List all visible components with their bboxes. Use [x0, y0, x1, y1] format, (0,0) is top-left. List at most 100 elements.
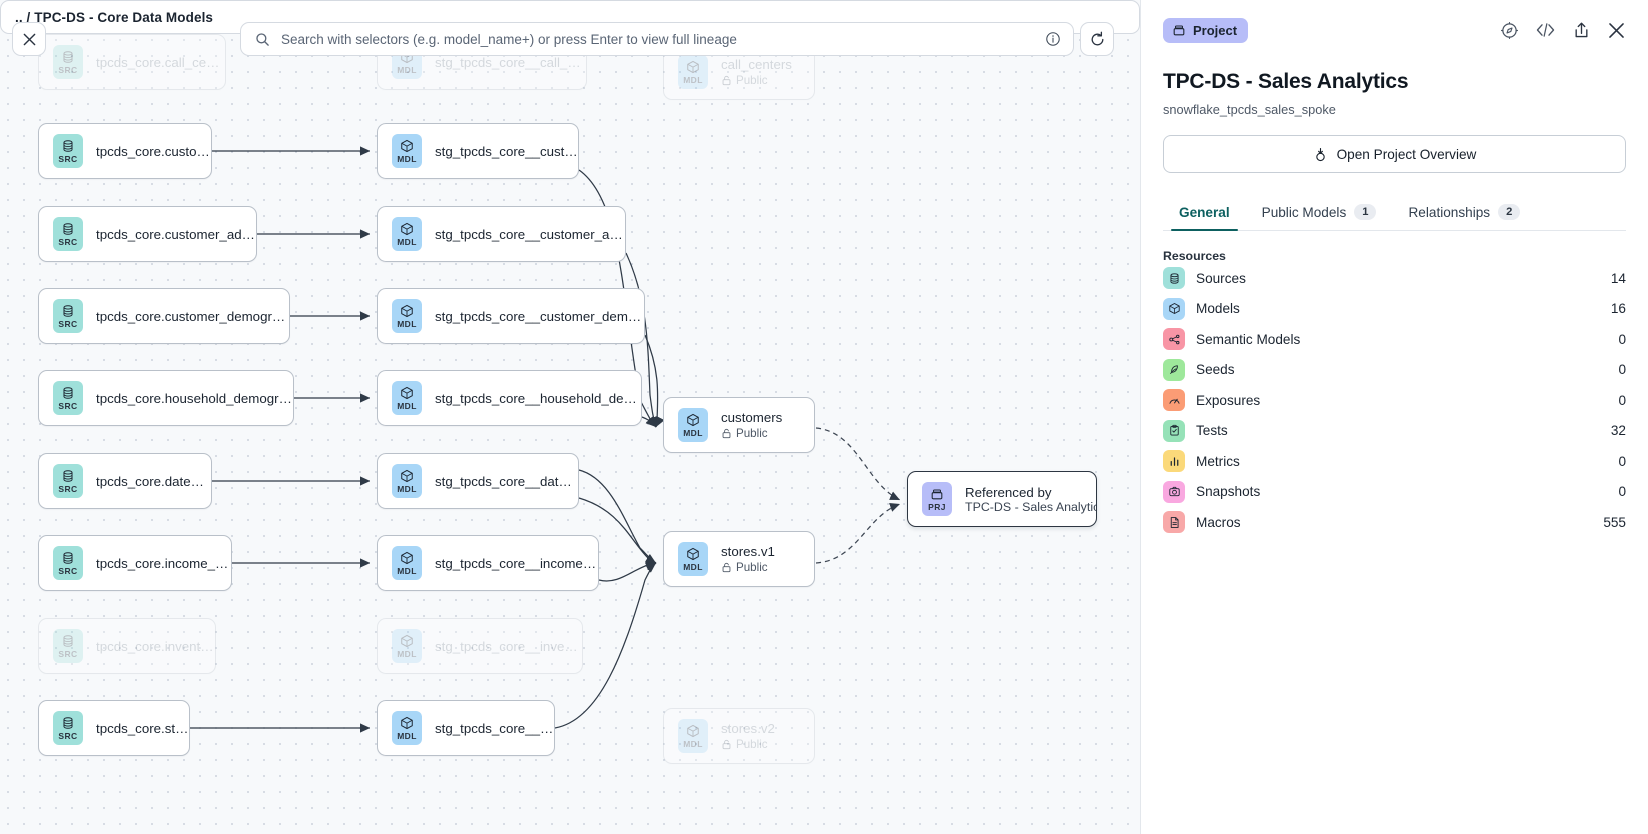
- lineage-node-mdl_inventory[interactable]: MDL stg_tpcds_core__inventory: [377, 618, 583, 674]
- node-type-badge-mdl: MDL: [392, 217, 422, 251]
- panel-header: Project: [1163, 0, 1626, 56]
- code-icon[interactable]: [1535, 21, 1556, 39]
- search-input[interactable]: Search with selectors (e.g. model_name+)…: [240, 22, 1074, 56]
- node-type-abbr: PRJ: [928, 501, 946, 512]
- node-title: stg_tpcds_core__store: [435, 720, 554, 736]
- resource-name: Metrics: [1196, 453, 1240, 469]
- node-visibility: Public: [721, 738, 775, 751]
- node-type-abbr: MDL: [683, 561, 703, 572]
- lineage-node-mdl_income_band[interactable]: MDL stg_tpcds_core__income_band: [377, 535, 599, 591]
- lineage-node-src_call_center[interactable]: SRC tpcds_core.call_center: [38, 34, 226, 90]
- info-circle-icon[interactable]: [1045, 31, 1061, 47]
- share-icon[interactable]: [1572, 21, 1591, 40]
- open-project-overview-button[interactable]: Open Project Overview: [1163, 135, 1626, 173]
- node-type-abbr: MDL: [683, 427, 703, 438]
- compass-icon[interactable]: [1500, 21, 1519, 40]
- download-circle-icon: [1315, 147, 1325, 161]
- node-type-abbr: MDL: [683, 74, 703, 85]
- refresh-button[interactable]: [1080, 22, 1114, 56]
- project-type-chip[interactable]: Project: [1163, 17, 1249, 43]
- node-type-abbr: MDL: [397, 565, 417, 576]
- lineage-node-mdl_cust_demo[interactable]: MDL stg_tpcds_core__customer_demogra…: [377, 288, 645, 344]
- lineage-node-src_hh_demo[interactable]: SRC tpcds_core.household_demographics: [38, 370, 294, 426]
- node-type-abbr: SRC: [58, 64, 78, 75]
- database-icon: [63, 469, 73, 482]
- cube-icon: [401, 304, 413, 317]
- node-type-abbr: MDL: [397, 400, 417, 411]
- node-title: stg_tpcds_core__customer_demogra…: [435, 308, 644, 324]
- database-icon: [63, 304, 73, 317]
- lineage-node-mdl_hh_demo[interactable]: MDLstg_tpcds_core__household_demogr…: [377, 370, 642, 426]
- database-icon: [63, 551, 73, 564]
- node-type-badge-src: SRC: [53, 546, 83, 580]
- node-title: tpcds_core.inventory: [96, 638, 215, 654]
- node-title: tpcds_core.store: [96, 720, 189, 736]
- node-title: Referenced by: [965, 484, 1052, 500]
- node-title: stg_tpcds_core__income_band: [435, 555, 598, 571]
- breadcrumb-label: .. / TPC-DS - Core Data Models: [15, 9, 214, 25]
- node-type-badge-mdl: MDL: [392, 546, 422, 580]
- lock-icon: [722, 75, 731, 86]
- close-panel-icon[interactable]: [1607, 21, 1626, 40]
- cube-icon: [401, 386, 413, 399]
- node-type-badge-src: SRC: [53, 381, 83, 415]
- node-title: stores.v2: [721, 721, 775, 736]
- node-title: customers: [721, 410, 783, 425]
- resource-name: Sources: [1196, 270, 1246, 286]
- node-title: tpcds_core.household_demographics: [96, 390, 293, 406]
- close-lineage-button[interactable]: [12, 22, 46, 56]
- database-icon: [63, 222, 73, 235]
- node-visibility: Public: [721, 74, 792, 87]
- node-type-abbr: MDL: [397, 236, 417, 247]
- lineage-canvas[interactable]: .. / TPC-DS - Core Data Models Search wi…: [0, 0, 1140, 834]
- node-type-badge-src: SRC: [53, 45, 83, 79]
- resource-count: 0: [1618, 484, 1626, 500]
- node-title: stg_tpcds_core__inventory: [435, 638, 582, 654]
- resource-count: 32: [1610, 423, 1626, 439]
- node-title: tpcds_core.call_center: [96, 54, 225, 70]
- cube-icon: [401, 469, 413, 482]
- node-type-badge-mdl: MDL: [392, 629, 422, 663]
- node-visibility: Public: [721, 427, 782, 440]
- node-type-abbr: MDL: [683, 738, 703, 749]
- node-title: stores.v1: [721, 544, 775, 559]
- cube-icon: [401, 222, 413, 235]
- resource-name: Seeds: [1196, 362, 1235, 378]
- tab-general[interactable]: General: [1163, 205, 1246, 231]
- cube-icon: [1163, 297, 1185, 320]
- database-icon: [63, 386, 73, 399]
- lock-icon: [722, 428, 731, 439]
- resource-count: 16: [1610, 301, 1626, 317]
- node-subtitle: TPC-DS - Sales Analytics: [965, 499, 1096, 514]
- node-type-badge-mdl: MDL: [392, 299, 422, 333]
